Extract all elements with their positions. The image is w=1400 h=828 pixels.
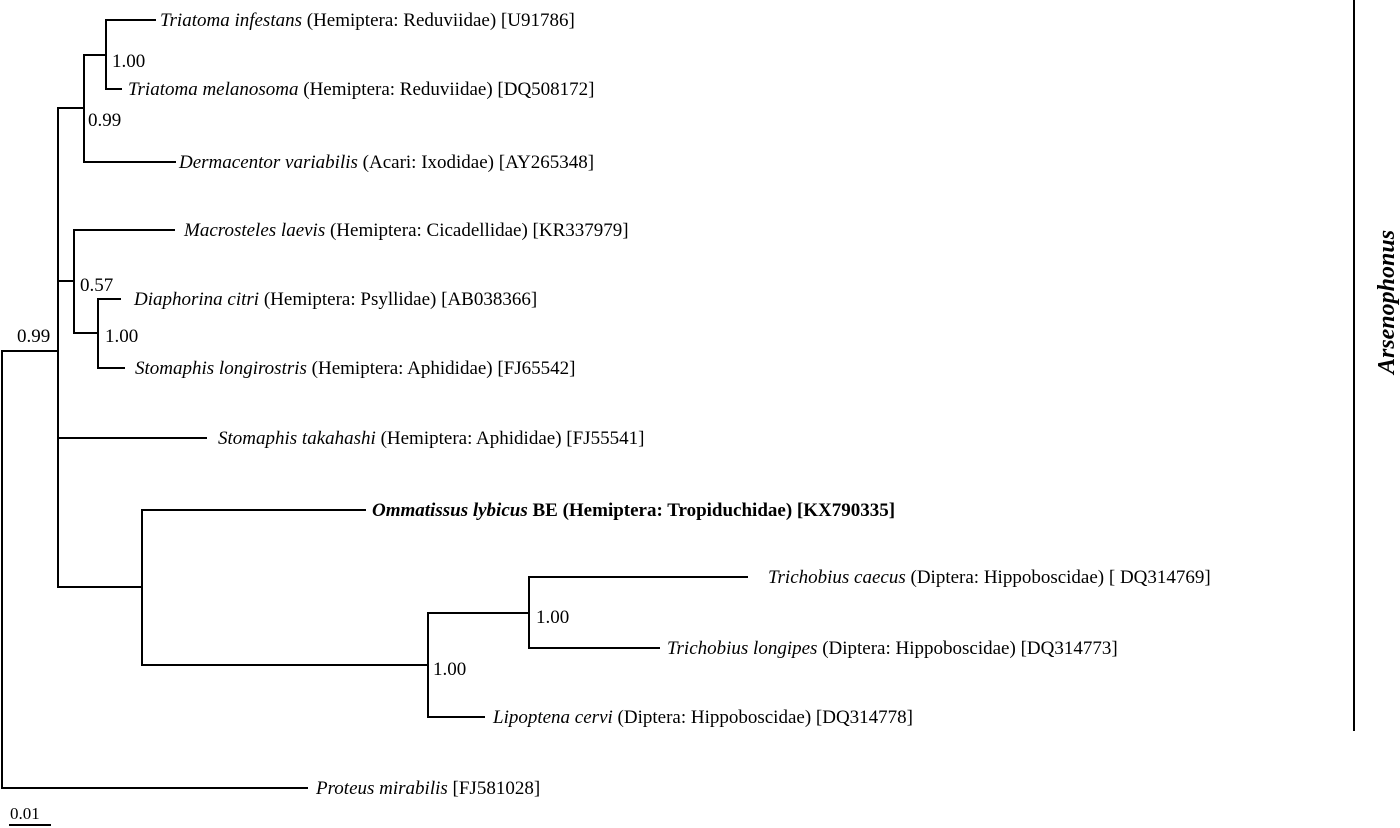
taxon-species-name: Stomaphis longirostris [135, 358, 307, 379]
taxon-info: (Diptera: Hippoboscidae) [ DQ314769] [906, 567, 1211, 588]
taxon-info: (Acari: Ixodidae) [AY265348] [358, 152, 594, 173]
support-value: 1.00 [536, 607, 569, 628]
taxon-label-t-infestans: Triatoma infestans (Hemiptera: Reduviida… [160, 10, 575, 31]
taxon-info: [FJ581028] [448, 778, 540, 799]
taxon-info: (Diptera: Hippoboscidae) [DQ314773] [817, 638, 1117, 659]
taxon-label-m-laevis: Macrosteles laevis (Hemiptera: Cicadelli… [183, 220, 629, 241]
support-value: 0.57 [80, 275, 113, 296]
taxon-species-name: Proteus mirabilis [315, 778, 448, 799]
taxon-species-name: Trichobius caecus [768, 567, 906, 588]
tree-labels: Triatoma infestans (Hemiptera: Reduviida… [10, 10, 1400, 823]
taxon-info: (Diptera: Hippoboscidae) [DQ314778] [613, 707, 913, 728]
taxon-info: (Hemiptera: Psyllidae) [AB038366] [259, 289, 537, 310]
taxon-label-s-takahashi: Stomaphis takahashi (Hemiptera: Aphidida… [218, 428, 644, 449]
taxon-label-t-melanosoma: Triatoma melanosoma (Hemiptera: Reduviid… [128, 79, 595, 100]
support-value: 0.99 [88, 110, 121, 131]
taxon-species-name: Macrosteles laevis [183, 220, 325, 241]
taxon-species-name: Ommatissus lybicus [372, 500, 528, 521]
taxon-species-name: Trichobius longipes [667, 638, 817, 659]
taxon-species-name: Stomaphis takahashi [218, 428, 376, 449]
taxon-info: (Hemiptera: Reduviidae) [U91786] [302, 10, 575, 31]
taxon-label-t-caecus: Trichobius caecus (Diptera: Hippoboscida… [768, 567, 1211, 588]
taxon-label-d-variabilis: Dermacentor variabilis (Acari: Ixodidae)… [178, 152, 594, 173]
taxon-label-d-citri: Diaphorina citri (Hemiptera: Psyllidae) … [133, 289, 537, 310]
taxon-label-t-longipes: Trichobius longipes (Diptera: Hippobosci… [667, 638, 1118, 659]
taxon-info: (Hemiptera: Aphididae) [FJ65542] [307, 358, 576, 379]
taxon-info: (Hemiptera: Reduviidae) [DQ508172] [299, 79, 595, 100]
support-value: 0.99 [17, 326, 50, 347]
taxon-species-name: Diaphorina citri [133, 289, 259, 310]
tree-branches [1, 0, 1355, 826]
scale-bar-label: 0.01 [10, 804, 40, 823]
taxon-label-p-mirabilis: Proteus mirabilis [FJ581028] [315, 778, 540, 799]
support-value: 1.00 [112, 51, 145, 72]
support-value: 1.00 [433, 659, 466, 680]
support-value: 1.00 [105, 326, 138, 347]
taxon-species-name: Dermacentor variabilis [178, 152, 358, 173]
taxon-species-name: Triatoma melanosoma [128, 79, 299, 100]
taxon-label-o-lybicus: Ommatissus lybicus BE (Hemiptera: Tropid… [372, 500, 895, 521]
clade-label: Arsenophonus [1374, 230, 1400, 376]
taxon-species-name: Triatoma infestans [160, 10, 302, 31]
taxon-info: (Hemiptera: Aphididae) [FJ55541] [376, 428, 645, 449]
taxon-info: (Hemiptera: Cicadellidae) [KR337979] [325, 220, 628, 241]
taxon-label-l-cervi: Lipoptena cervi (Diptera: Hippoboscidae)… [492, 707, 913, 728]
taxon-species-name: Lipoptena cervi [492, 707, 613, 728]
taxon-info: BE (Hemiptera: Tropiduchidae) [KX790335] [528, 500, 895, 521]
taxon-label-s-longirostris: Stomaphis longirostris (Hemiptera: Aphid… [135, 358, 576, 379]
